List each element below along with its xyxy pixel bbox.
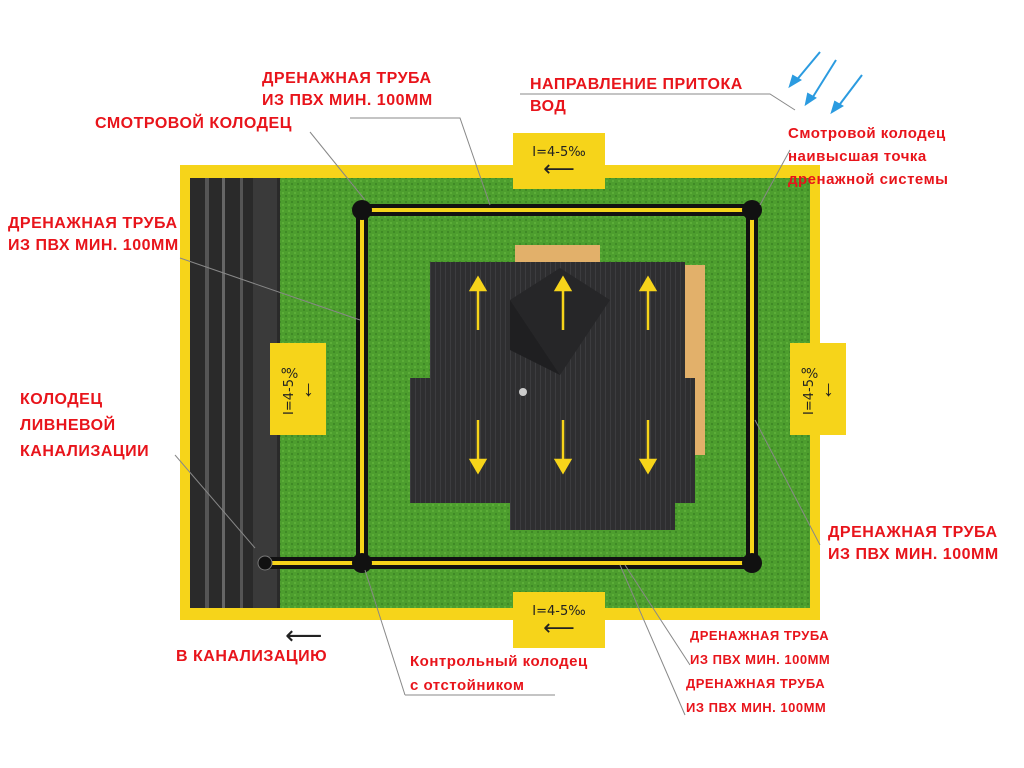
slope-badge-top: I=4-5‰ ⟵ [513,133,605,189]
well-bottom-right [742,553,762,573]
well-top-right [742,200,762,220]
slope-bottom-text: I=4-5‰ [532,603,586,619]
slope-badge-left: I=4-5‰ ↓ [270,343,326,435]
well-bottom-left [352,553,372,573]
road [190,178,280,608]
slope-left-text: I=4-5‰ [282,363,297,415]
leader-lines [174,93,821,716]
water-inflow-arrows [788,51,863,115]
roof-arrows [468,275,658,475]
arrow-left-icon: ⟵ [543,614,575,640]
label-inspection-well: СМОТРОВОЙ КОЛОДЕЦ [95,115,292,132]
arrow-left-icon: ⟵ [543,155,575,181]
slope-badge-bottom: I=4-5‰ ⟵ [513,592,605,648]
well-top-left [352,200,372,220]
slope-right-text: I=4-5‰ [802,363,817,415]
slope-badge-right: I=4-5‰ ↓ [790,343,846,435]
label-to-sewer: В КАНАЛИЗАЦИЮ [176,648,328,665]
storm-sewer-well [257,555,273,571]
arrow-left-icon: ⟵ [285,620,323,650]
arrow-down-icon: ↓ [303,376,314,401]
arrow-down-icon: ↓ [823,376,834,401]
slope-top-text: I=4-5‰ [532,144,586,160]
drainage-pipe-ring [356,204,758,569]
